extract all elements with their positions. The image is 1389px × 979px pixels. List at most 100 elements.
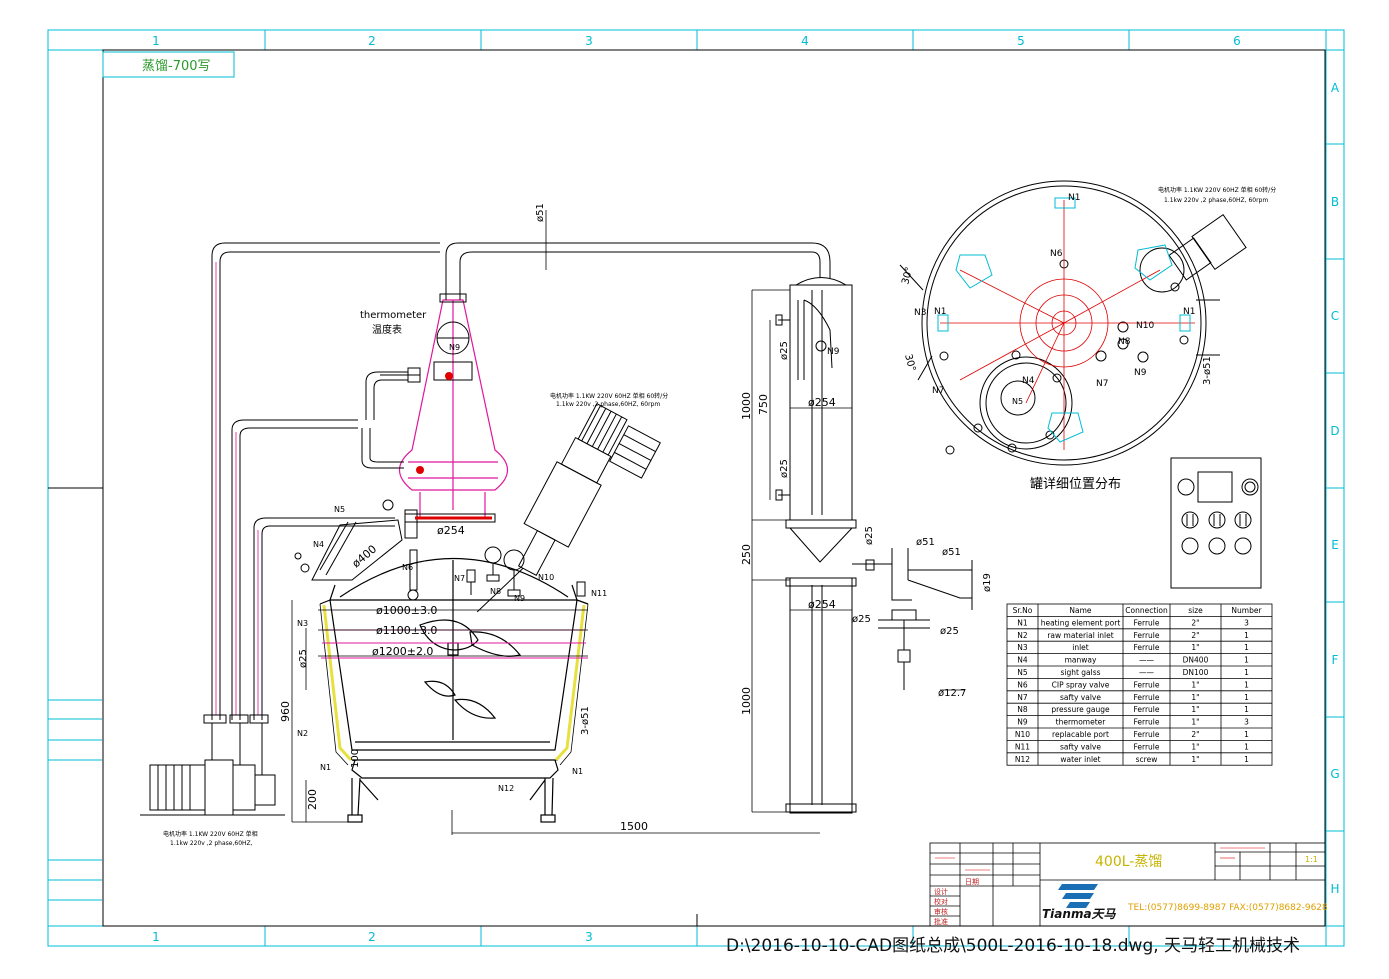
row-letters: A B C D E F G H bbox=[1330, 81, 1340, 896]
table-cell: N1 bbox=[1017, 618, 1028, 627]
table-cell: 1 bbox=[1244, 755, 1249, 764]
sheet-tag-box bbox=[102, 51, 235, 78]
nozzle-label-n4: N4 bbox=[313, 540, 324, 549]
table-cell: 1" bbox=[1191, 693, 1199, 702]
col-dim-d25e: ø25 bbox=[940, 626, 959, 637]
thermometer-label-en: thermometer bbox=[360, 310, 427, 321]
tb-label-review: 审核 bbox=[934, 907, 948, 916]
table-cell: Ferrule bbox=[1133, 705, 1159, 714]
col-dim-d19: ø19 bbox=[982, 573, 993, 592]
dim-d254-still: ø254 bbox=[437, 524, 465, 537]
table-cell: DN400 bbox=[1183, 656, 1209, 665]
table-cell: N10 bbox=[1015, 730, 1030, 739]
tianma-logo: Tianma天马 bbox=[1042, 907, 1117, 921]
nozzle-label-n3: N3 bbox=[297, 619, 308, 628]
top-view-angle-a: 30° bbox=[900, 266, 915, 286]
row-label-A: A bbox=[1331, 81, 1340, 95]
top-label-n9: N9 bbox=[1134, 368, 1147, 378]
table-cell: Ferrule bbox=[1133, 718, 1159, 727]
col-label-3b: 3 bbox=[585, 930, 593, 944]
col-label-3: 3 bbox=[585, 34, 593, 48]
table-cell: —— bbox=[1139, 668, 1155, 677]
inner-border bbox=[102, 49, 1326, 927]
col-dim-d254b: ø254 bbox=[808, 598, 836, 611]
row-label-G: G bbox=[1330, 767, 1339, 781]
jacket-outline bbox=[319, 603, 589, 766]
col-dim-d25a: ø25 bbox=[779, 341, 790, 360]
heating-jacket bbox=[322, 604, 586, 762]
table-cell: Ferrule bbox=[1133, 693, 1159, 702]
col-dim-d51b: ø51 bbox=[942, 547, 961, 558]
row-label-E: E bbox=[1331, 538, 1339, 552]
sheet-tag: 蒸馏-700写 bbox=[142, 59, 211, 74]
table-cell: sight galss bbox=[1060, 668, 1100, 677]
column-numbers: 1 2 3 4 5 6 1 2 3 bbox=[152, 34, 1241, 944]
thermometer-label-cn: 温度表 bbox=[372, 323, 402, 336]
table-cell: Ferrule bbox=[1133, 730, 1159, 739]
file-path: D:\2016-10-10-CAD图纸总成\500L-2016-10-18.dw… bbox=[726, 936, 1301, 956]
col-dim-d25d: ø25 bbox=[852, 614, 871, 625]
vessel-body bbox=[319, 558, 589, 823]
col-dim-d25b: ø25 bbox=[779, 459, 790, 478]
nozzle-label-n1b: N1 bbox=[572, 767, 583, 776]
agitator-motor-note-en: 1.1kw 220v ,2 phase,60HZ, 60rpm bbox=[556, 401, 660, 408]
row-label-F: F bbox=[1332, 653, 1339, 667]
dim-d1100: ø1100±3.0 bbox=[376, 624, 437, 637]
dim-d51-still: ø51 bbox=[535, 203, 546, 222]
vapour-pipe bbox=[445, 242, 831, 300]
table-cell: 2" bbox=[1191, 730, 1199, 739]
still-dimension-lines bbox=[291, 210, 820, 835]
col-dim-h1000b: 1000 bbox=[740, 687, 753, 715]
nozzle-label-n2: N2 bbox=[297, 729, 308, 738]
table-cell: N8 bbox=[1017, 705, 1028, 714]
top-view-caption: 罐详细位置分布 bbox=[1030, 477, 1121, 492]
vessel-top-fittings bbox=[404, 509, 586, 601]
manway-n4 bbox=[294, 499, 403, 581]
table-cell: 2" bbox=[1191, 618, 1199, 627]
col-dim-h1000a: 1000 bbox=[740, 392, 753, 420]
control-panel bbox=[1170, 457, 1262, 589]
col-label-n9: N9 bbox=[827, 347, 840, 357]
table-cell: 3 bbox=[1244, 718, 1249, 727]
top-label-n3: N3 bbox=[914, 308, 926, 318]
top-view bbox=[899, 180, 1247, 466]
table-cell: pressure gauge bbox=[1051, 705, 1110, 714]
tb-label-approve: 批准 bbox=[934, 917, 948, 926]
dim-3x51-still: 3-ø51 bbox=[580, 706, 591, 735]
col-dim-d51a: ø51 bbox=[916, 537, 935, 548]
table-cell: screw bbox=[1136, 755, 1158, 764]
column-text: 1000 750 ø25 ø25 ø254 250 ø254 ø25 ø51 ø… bbox=[740, 341, 993, 715]
top-label-n1-left: N1 bbox=[934, 307, 946, 317]
table-cell: 1" bbox=[1191, 755, 1199, 764]
nozzle-table-grid bbox=[1006, 603, 1273, 766]
top-view-angle-b: 30° bbox=[902, 353, 917, 373]
table-cell: 1" bbox=[1191, 718, 1199, 727]
col-label-1: 1 bbox=[152, 34, 160, 48]
table-cell: safty valve bbox=[1060, 693, 1101, 702]
top-label-n5: N5 bbox=[1012, 397, 1023, 406]
nozzle-label-n6: N6 bbox=[402, 563, 413, 572]
dim-h960: 960 bbox=[279, 701, 292, 722]
table-cell: 1" bbox=[1191, 680, 1199, 689]
table-cell: 3 bbox=[1244, 618, 1249, 627]
top-view-text: 电机功率 1.1KW 220V 60HZ 单相 60转/分 1.1kw 220v… bbox=[900, 186, 1276, 492]
top-label-n1-top: N1 bbox=[1068, 193, 1080, 203]
dim-w1500: 1500 bbox=[620, 820, 648, 833]
table-header-cell: Name bbox=[1069, 606, 1092, 615]
table-cell: thermometer bbox=[1056, 718, 1107, 727]
top-label-n10: N10 bbox=[1136, 321, 1154, 331]
top-view-cyan-ports bbox=[937, 197, 1191, 443]
top-view-red-centerlines bbox=[940, 200, 1195, 450]
dim-d400: ø400 bbox=[350, 543, 380, 571]
table-cell: heating element port bbox=[1041, 618, 1121, 627]
col-label-2: 2 bbox=[368, 34, 376, 48]
table-cell: 1 bbox=[1244, 668, 1249, 677]
table-cell: 1 bbox=[1244, 656, 1249, 665]
row-label-B: B bbox=[1331, 195, 1339, 209]
table-header-cell: Connection bbox=[1125, 606, 1168, 615]
col-dim-h750: 750 bbox=[757, 394, 770, 415]
nozzle-label-n9a: N9 bbox=[449, 343, 460, 352]
contact-line: TEL:(0577)8699-8987 FAX:(0577)8682-9628 bbox=[1127, 903, 1328, 913]
